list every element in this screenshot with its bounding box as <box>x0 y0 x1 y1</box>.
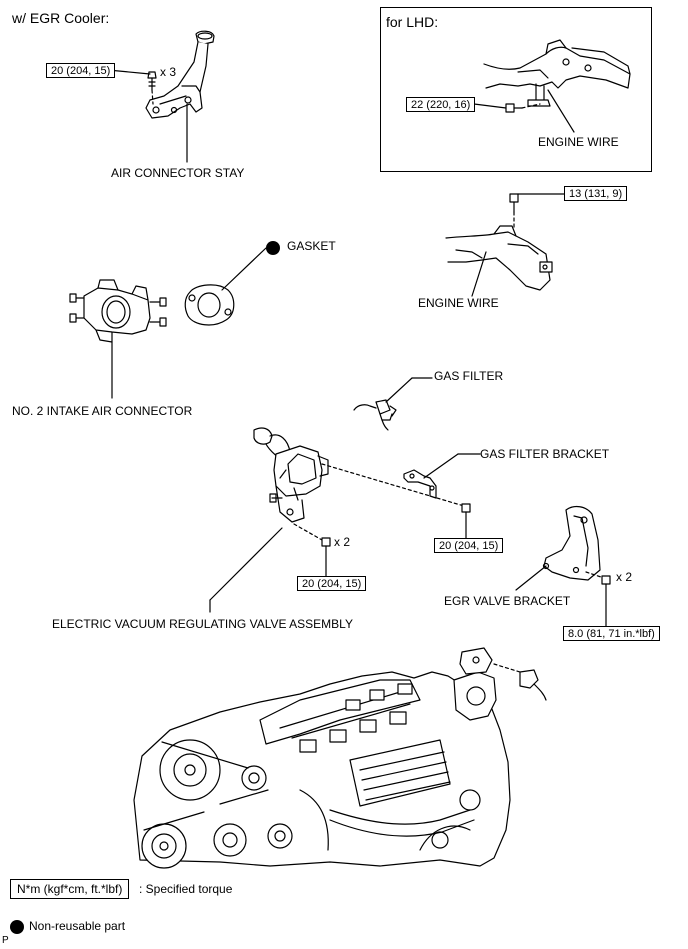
lhd-header: for LHD: <box>386 14 439 30</box>
label-engine-wire: ENGINE WIRE <box>418 296 499 310</box>
legend-non-reusable-marker <box>10 920 24 934</box>
torque-gas-filter-bracket: 20 (204, 15) <box>434 538 504 553</box>
label-electric-vacuum-valve: ELECTRIC VACUUM REGULATING VALVE ASSEMBL… <box>52 617 353 631</box>
qty-air-connector-stay: x 3 <box>160 65 177 79</box>
legend-torque-unit: N*m (kgf*cm, ft.*lbf) <box>10 879 130 899</box>
label-no2-intake-air-connector: NO. 2 INTAKE AIR CONNECTOR <box>12 404 193 418</box>
label-gasket: GASKET <box>287 239 336 253</box>
torque-vacuum-valve: 20 (204, 15) <box>297 576 367 591</box>
gas-filter-bracket-part <box>403 453 481 539</box>
air-connector-stay-part <box>107 30 215 163</box>
torque-air-connector-stay: 20 (204, 15) <box>46 63 116 78</box>
legend-non-reusable: Non-reusable part <box>29 919 126 933</box>
legend-torque-desc: : Specified torque <box>139 882 233 896</box>
label-gas-filter: GAS FILTER <box>434 369 504 383</box>
gasket-part <box>184 247 267 326</box>
label-lhd-engine-wire: ENGINE WIRE <box>538 135 619 149</box>
torque-lhd-engine-wire: 22 (220, 16) <box>406 97 476 112</box>
qty-egr-valve-bracket: x 2 <box>616 570 633 584</box>
corner-mark: P <box>2 935 9 946</box>
no2-intake-air-connector-part <box>69 279 167 399</box>
egr-valve-bracket-part <box>515 505 611 627</box>
torque-egr-valve-bracket: 8.0 (81, 71 in.*lbf) <box>563 626 660 641</box>
label-air-connector-stay: AIR CONNECTOR STAY <box>111 166 245 180</box>
gas-filter-part <box>353 377 433 431</box>
egr-cooler-header: w/ EGR Cooler: <box>12 10 110 26</box>
engine-assembly-drawing <box>133 647 547 869</box>
label-gas-filter-bracket: GAS FILTER BRACKET <box>480 447 610 461</box>
qty-vacuum-valve: x 2 <box>334 535 351 549</box>
vacuum-valve-part <box>209 427 465 613</box>
non-reusable-marker-gasket <box>266 241 280 255</box>
engine-wire-part <box>445 193 565 297</box>
torque-engine-wire: 13 (131, 9) <box>564 186 628 201</box>
lhd-engine-wire-part <box>473 39 631 133</box>
label-egr-valve-bracket: EGR VALVE BRACKET <box>444 594 571 608</box>
lhd-inset-box <box>380 7 652 172</box>
